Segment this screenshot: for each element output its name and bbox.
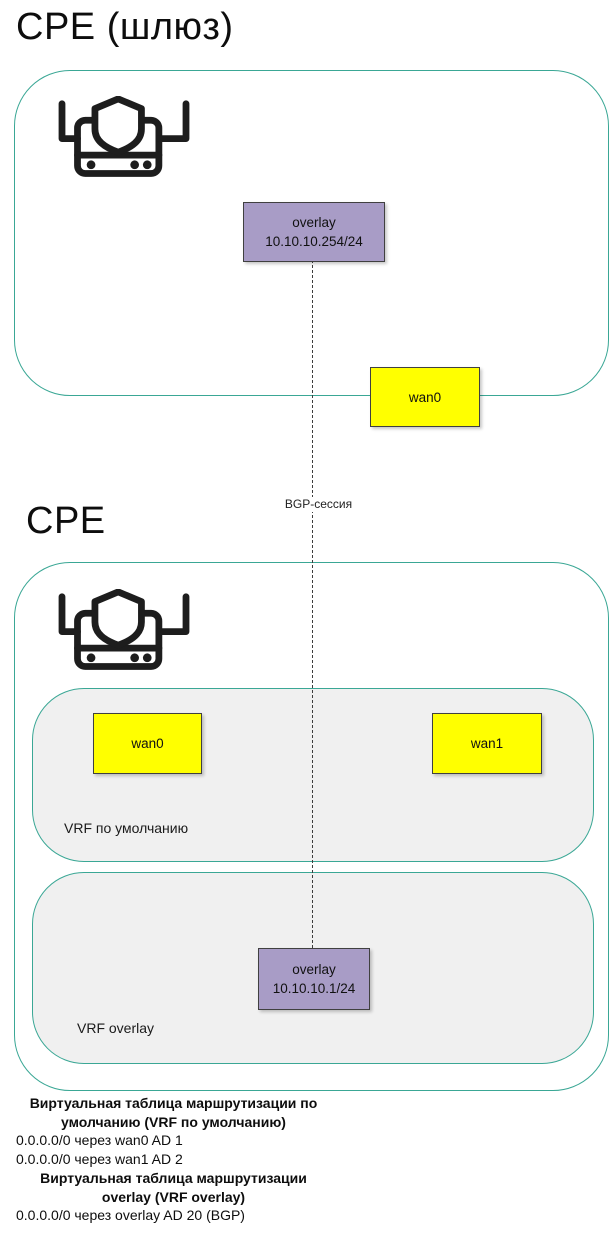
- routing-tables-text: Виртуальная таблица маршрутизации по умо…: [0, 1094, 347, 1225]
- bgp-session-label: BGP-сессия: [277, 497, 360, 512]
- bgp-session-line: [312, 260, 313, 948]
- router-shield-icon: [58, 589, 190, 670]
- cpe-title: CPE: [26, 500, 106, 542]
- rt-default-title-line1: Виртуальная таблица маршрутизации по: [29, 1095, 318, 1111]
- rt-overlay-title-line1: Виртуальная таблица маршрутизации: [40, 1169, 307, 1186]
- interface-name: wan1: [470, 736, 504, 751]
- cpe-wan1-interface: wan1: [432, 713, 542, 774]
- interface-address: 10.10.10.254/24: [265, 234, 363, 249]
- rt-default-route-0: 0.0.0.0/0 через wan0 AD 1: [16, 1132, 183, 1149]
- rt-overlay-title-line2: overlay (VRF overlay): [101, 1188, 246, 1205]
- interface-name: wan0: [131, 736, 164, 751]
- gateway-overlay-interface: overlay 10.10.10.254/24: [243, 202, 385, 262]
- rt-default-title-line2: умолчанию (VRF по умолчанию): [61, 1113, 286, 1130]
- cpe-wan0-interface: wan0: [93, 713, 202, 774]
- vrf-default-label: VRF по умолчанию: [64, 820, 189, 836]
- interface-name: wan0: [408, 389, 442, 405]
- interface-name: overlay: [292, 962, 336, 977]
- interface-name: overlay: [292, 215, 336, 230]
- interface-address: 10.10.10.1/24: [272, 981, 356, 996]
- router-shield-icon: [58, 96, 190, 177]
- rt-overlay-route-0: 0.0.0.0/0 через overlay AD 20 (BGP): [16, 1207, 245, 1224]
- gateway-title: CPE (шлюз): [16, 6, 234, 48]
- vrf-overlay-label: VRF overlay: [77, 1020, 155, 1036]
- rt-default-route-1: 0.0.0.0/0 через wan1 AD 2: [16, 1151, 183, 1168]
- cpe-overlay-interface: overlay 10.10.10.1/24: [258, 948, 370, 1010]
- gateway-wan0-interface: wan0: [370, 367, 480, 427]
